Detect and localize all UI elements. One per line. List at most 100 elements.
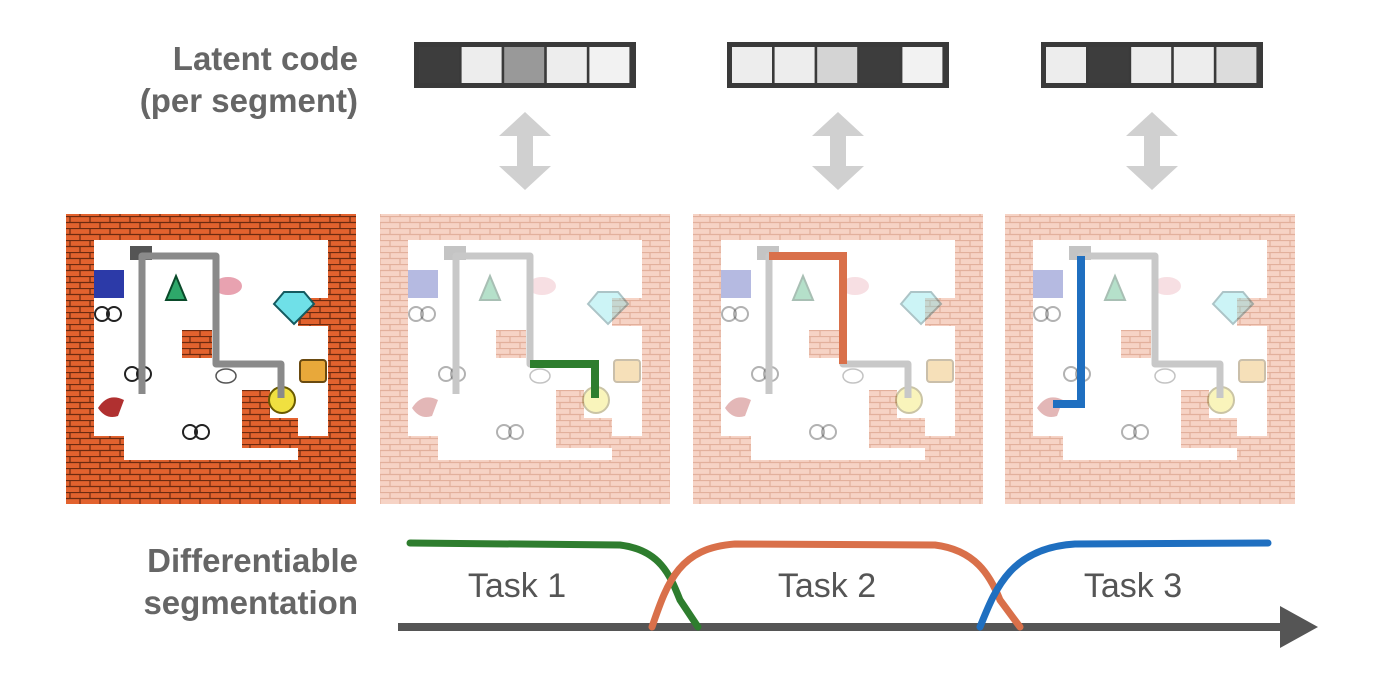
outer-wall: [693, 214, 983, 504]
water-icon: [408, 270, 438, 298]
trajectory-path: [1077, 252, 1224, 398]
latent-cell: [589, 47, 630, 83]
pig-icon: [1153, 277, 1181, 295]
task-1-path: [530, 360, 599, 398]
wall-block: [1181, 390, 1209, 448]
treasure-chest-icon: [926, 359, 954, 383]
egg-icon: [182, 424, 198, 440]
task-1-label: Task 1: [468, 567, 566, 605]
treasure-chest-icon: [613, 359, 641, 383]
latent-cell: [902, 47, 943, 83]
gem-icon: [272, 291, 316, 326]
egg-icon: [94, 306, 110, 322]
outer-wall: [1005, 214, 1295, 504]
egg-icon: [809, 424, 825, 440]
duck-icon: [529, 368, 551, 384]
tree-icon: [1103, 273, 1127, 301]
segmentation-label-line-2: segmentation: [143, 584, 358, 621]
outer-wall: [66, 214, 356, 504]
latent-code-label: Latent code (per segment): [40, 38, 358, 122]
wall-block: [556, 390, 584, 448]
gem-icon: [899, 291, 943, 326]
double-arrow-icon: [499, 112, 551, 190]
latent-cell: [1046, 47, 1086, 83]
egg-icon: [733, 306, 749, 322]
meat-icon: [98, 397, 124, 417]
latent-cell: [504, 47, 545, 83]
task-3-path: [1053, 256, 1085, 408]
task-3-weight-curve: [976, 539, 1272, 631]
latent-cell: [419, 47, 459, 83]
water-icon: [721, 270, 751, 298]
egg-icon: [194, 424, 210, 440]
double-arrow-icon: [812, 112, 864, 190]
wall-block: [925, 436, 955, 460]
wall-block: [1121, 330, 1151, 358]
latent-cell: [774, 47, 815, 83]
wall-block: [182, 330, 212, 358]
latent-label-line-1: Latent code: [172, 40, 358, 77]
egg-icon: [1033, 306, 1049, 322]
water-icon: [94, 270, 124, 298]
egg-icon: [496, 424, 512, 440]
gridworld-map-3: [693, 214, 983, 504]
duck-icon: [842, 368, 864, 384]
duck-icon: [1154, 368, 1176, 384]
egg-icon: [1121, 424, 1137, 440]
pig-icon: [214, 277, 242, 295]
wall-block: [1237, 298, 1267, 326]
wall-block: [94, 436, 124, 460]
egg-icon: [821, 424, 837, 440]
latent-code-1: [414, 42, 636, 88]
gridworld-map-2: [380, 214, 670, 504]
wall-block: [408, 436, 438, 460]
meat-icon: [725, 397, 751, 417]
latent-codes: [414, 42, 1263, 88]
latent-code-2: [727, 42, 949, 88]
egg-icon: [408, 306, 424, 322]
segmentation-timeline: Task 1 Task 2 Task 3: [398, 539, 1318, 648]
latent-cell: [1131, 47, 1172, 83]
outer-wall: [380, 214, 670, 504]
egg-icon: [106, 306, 122, 322]
latent-cell: [1216, 47, 1257, 83]
task-3-label: Task 3: [1084, 567, 1182, 605]
task-1-weight-curve: [406, 539, 702, 631]
egg-icon: [420, 306, 436, 322]
tree-icon: [791, 273, 815, 301]
latent-label-line-2: (per segment): [139, 82, 358, 119]
wall-block: [869, 390, 897, 448]
trajectory-path: [138, 252, 285, 398]
wall-block: [270, 418, 298, 448]
wall-block: [1209, 418, 1237, 448]
wall-block: [612, 298, 642, 326]
double-arrow-icon: [1126, 112, 1178, 190]
wall-block: [1033, 436, 1063, 460]
wall-block: [809, 330, 839, 358]
meat-icon: [412, 397, 438, 417]
gridworld-maps: [66, 214, 1295, 504]
wall-block: [721, 436, 751, 460]
treasure-chest-icon: [299, 359, 327, 383]
wall-block: [242, 390, 270, 448]
latent-cell: [1173, 47, 1214, 83]
gem-icon: [586, 291, 630, 326]
pig-icon: [841, 277, 869, 295]
duck-icon: [215, 368, 237, 384]
latent-code-3: [1041, 42, 1263, 88]
egg-icon: [508, 424, 524, 440]
pig-icon: [528, 277, 556, 295]
wall-block: [1237, 436, 1267, 460]
task-2-label: Task 2: [778, 567, 876, 605]
latent-cell: [859, 47, 900, 83]
task-2-weight-curve: [648, 540, 1024, 631]
wall-block: [612, 436, 642, 460]
egg-icon: [1133, 424, 1149, 440]
time-axis-arrowhead-icon: [1280, 606, 1318, 648]
gem-icon: [1211, 291, 1255, 326]
wall-block: [584, 418, 612, 448]
trajectory-path: [765, 252, 912, 398]
treasure-chest-icon: [1238, 359, 1266, 383]
wall-block: [925, 298, 955, 326]
